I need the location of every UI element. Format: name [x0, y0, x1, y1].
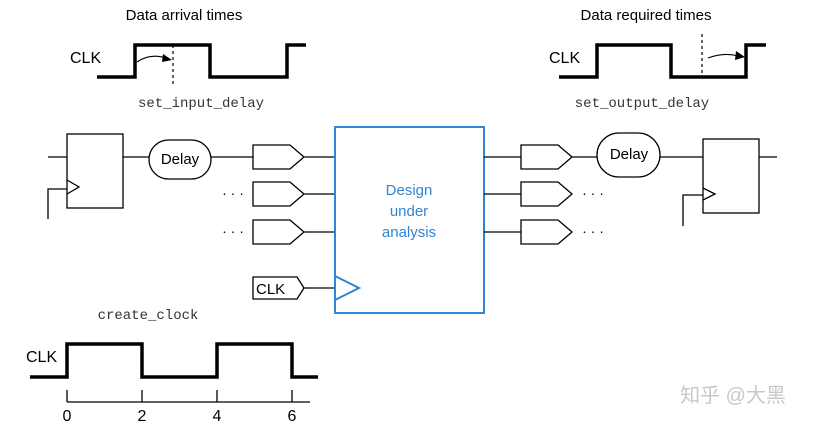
tick-label-4: 4	[213, 408, 222, 425]
input-delay-label: Delay	[161, 151, 200, 168]
output-delay-label: Delay	[610, 146, 649, 163]
input-port-1	[252, 144, 335, 170]
arrival-clk-label: CLK	[70, 50, 101, 67]
time-axis: 0 2 4 6	[63, 390, 310, 425]
tick-label-2: 2	[138, 408, 147, 425]
main-clock-waveform	[30, 342, 318, 379]
input-ellipsis-1: · · ·	[222, 185, 244, 201]
arrival-clock-waveform	[97, 43, 306, 79]
output-port-1	[484, 144, 597, 170]
clock-port-label: CLK	[256, 281, 285, 298]
main-clk-label: CLK	[26, 349, 57, 366]
design-clock-pin-icon	[334, 275, 362, 301]
required-title: Data required times	[581, 7, 712, 24]
tick-label-0: 0	[63, 408, 72, 425]
arrival-arrowhead-icon	[162, 54, 172, 62]
create-clock-label: create_clock	[98, 308, 199, 324]
output-ellipsis-2: · · ·	[582, 223, 604, 239]
arrival-delay-arrow	[136, 55, 167, 63]
output-ff-clock-pin-icon	[702, 187, 717, 201]
design-under-analysis-block: Design under analysis	[334, 126, 485, 314]
output-port-3	[484, 219, 573, 245]
design-label-line1: Design	[386, 182, 433, 199]
required-clock-waveform	[559, 43, 766, 79]
required-delay-arrow	[707, 53, 739, 59]
design-label-line2: under	[390, 203, 428, 220]
set-input-delay-label: set_input_delay	[138, 96, 264, 112]
clock-input-port: CLK	[252, 276, 335, 300]
input-ff-clock-pin-icon	[66, 179, 81, 195]
output-ellipsis-1: · · ·	[582, 185, 604, 201]
set-output-delay-label: set_output_delay	[575, 96, 709, 112]
output-port-2	[484, 181, 573, 207]
input-ellipsis-2: · · ·	[222, 223, 244, 239]
required-clk-label: CLK	[549, 50, 580, 67]
output-delay-element: Delay	[596, 132, 703, 178]
watermark: 知乎 @大黑	[680, 384, 786, 407]
tick-label-6: 6	[288, 408, 297, 425]
input-port-2	[252, 181, 335, 207]
arrival-title: Data arrival times	[126, 7, 243, 24]
required-arrowhead-icon	[735, 51, 745, 60]
input-port-3	[252, 219, 335, 245]
design-label-line3: analysis	[382, 224, 436, 241]
input-flip-flop	[47, 133, 149, 219]
output-flip-flop	[682, 138, 777, 226]
input-delay-element: Delay	[148, 139, 253, 180]
